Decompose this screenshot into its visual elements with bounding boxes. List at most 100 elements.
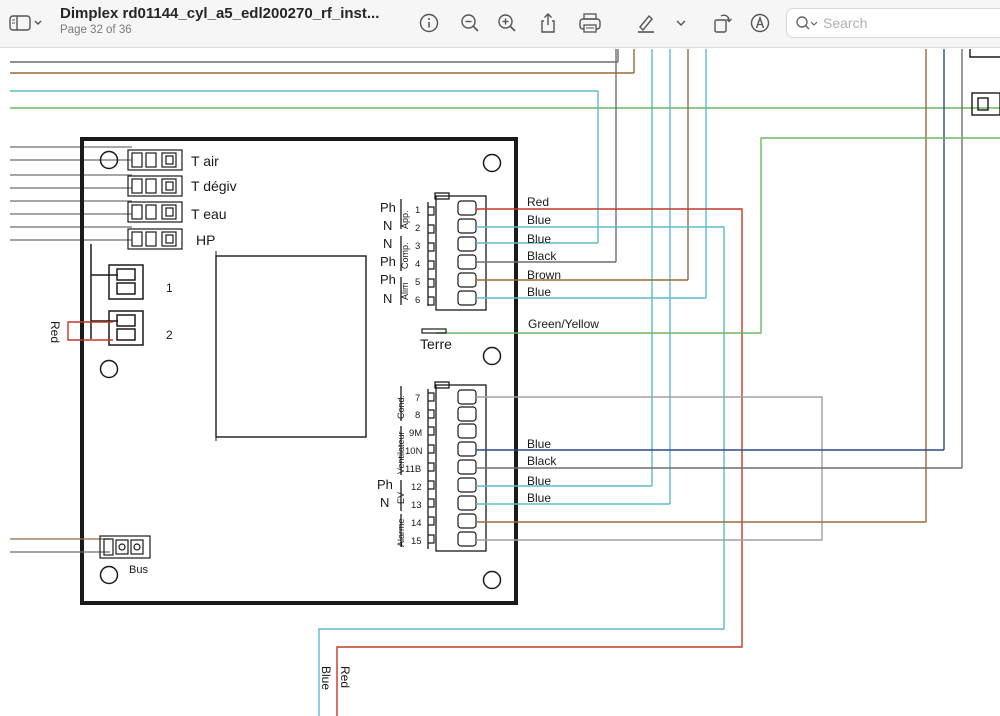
- highlight-button[interactable]: [632, 9, 660, 37]
- svg-text:Blue: Blue: [527, 437, 551, 451]
- svg-text:Alarme: Alarme: [396, 518, 406, 547]
- svg-text:10N: 10N: [405, 446, 423, 457]
- vertical-wires: [597, 49, 963, 522]
- highlight-icon: [638, 14, 654, 33]
- svg-text:Alim: Alim: [400, 283, 410, 301]
- sensor-label-t-degiv: T dégiv: [191, 178, 237, 194]
- upper-pin-labels: 1 2 3 4 5 6: [415, 205, 420, 306]
- bottom-red-label: Red: [338, 666, 352, 688]
- document-title[interactable]: Dimplex rd01144_cyl_a5_edl200270_rf_inst…: [60, 5, 380, 22]
- svg-text:Blue: Blue: [527, 491, 551, 505]
- bus-label: Bus: [129, 564, 148, 576]
- print-icon: [579, 13, 601, 33]
- highlight-options-button[interactable]: [670, 9, 692, 37]
- relay-red-label: Red: [48, 321, 62, 343]
- green-yellow-label: Green/Yellow: [528, 317, 599, 331]
- sensor-labels: T air T dégiv T eau HP: [191, 153, 237, 248]
- lower-side-labels: Ph N: [377, 477, 393, 510]
- relay-red-loop: [67, 321, 113, 341]
- rotate-icon: [714, 14, 732, 33]
- info-icon: [419, 13, 439, 33]
- svg-text:2: 2: [415, 223, 420, 234]
- connector-hp: [127, 228, 183, 250]
- upper-output-wires: [318, 137, 1000, 716]
- svg-text:Black: Black: [527, 454, 557, 468]
- bus-wires: [10, 538, 110, 553]
- info-button[interactable]: [415, 9, 443, 37]
- svg-text:14: 14: [411, 518, 422, 529]
- svg-text:5: 5: [415, 277, 420, 288]
- svg-text:9M: 9M: [409, 428, 422, 439]
- share-icon: [541, 13, 555, 33]
- svg-text:Comp.: Comp.: [400, 242, 410, 269]
- svg-text:Brown: Brown: [527, 268, 561, 282]
- sensor-label-hp: HP: [196, 232, 215, 248]
- relays: [90, 244, 144, 346]
- lower-wire-labels: Blue Black Blue Blue: [527, 437, 557, 505]
- bus-connector: [99, 535, 151, 559]
- svg-text:Ventilateur: Ventilateur: [396, 431, 406, 474]
- svg-text:Blue: Blue: [527, 213, 551, 227]
- upper-group-labels: App. Comp. Alim: [400, 210, 410, 300]
- upper-terminal-block: [400, 192, 487, 311]
- svg-text:Black: Black: [527, 249, 557, 263]
- relay-labels: 1 2: [166, 281, 173, 342]
- rotate-button[interactable]: [708, 9, 736, 37]
- lower-terminal-screws: [428, 389, 477, 547]
- zoom-in-icon: [498, 14, 516, 32]
- upper-side-labels: Ph N N Ph Ph N: [380, 200, 396, 306]
- svg-text:Red: Red: [527, 195, 549, 209]
- connector-t-eau: [127, 201, 183, 223]
- svg-text:N: N: [383, 236, 392, 251]
- bottom-blue-label: Blue: [319, 666, 333, 690]
- transformer-block: [215, 251, 367, 441]
- share-button[interactable]: [534, 9, 562, 37]
- svg-text:Blue: Blue: [527, 474, 551, 488]
- svg-text:Blue: Blue: [527, 232, 551, 246]
- right-terminal: [969, 49, 1000, 116]
- search-icon: [796, 16, 818, 30]
- svg-text:EV: EV: [396, 492, 406, 504]
- wiring-diagram: T air T dégiv T eau HP 1 2 Red: [10, 49, 1000, 716]
- svg-text:3: 3: [415, 241, 420, 252]
- sensor-label-t-eau: T eau: [191, 206, 227, 222]
- terre-terminal: Terre: [420, 328, 452, 352]
- svg-text:4: 4: [415, 259, 420, 270]
- toolbar: Dimplex rd01144_cyl_a5_edl200270_rf_inst…: [0, 0, 1000, 48]
- terre-label: Terre: [420, 336, 452, 352]
- lower-pin-labels: 7 8 9M 10N 11B 12 13 14 15: [405, 393, 423, 547]
- svg-text:7: 7: [415, 393, 420, 404]
- zoom-in-button[interactable]: [493, 9, 521, 37]
- search-input[interactable]: [823, 13, 993, 33]
- lower-group-labels: Cond. Ventilateur EV Alarme: [396, 395, 406, 547]
- svg-text:8: 8: [415, 410, 420, 421]
- page-indicator: Page 32 of 36: [60, 24, 132, 36]
- print-button[interactable]: [576, 9, 604, 37]
- zoom-out-button[interactable]: [456, 9, 484, 37]
- svg-text:N: N: [380, 495, 389, 510]
- document-page: T air T dégiv T eau HP 1 2 Red: [0, 49, 1000, 716]
- connector-t-air: [127, 149, 183, 171]
- svg-text:13: 13: [411, 500, 422, 511]
- markup-button[interactable]: [746, 9, 774, 37]
- svg-text:App.: App.: [400, 210, 410, 229]
- sensor-label-t-air: T air: [191, 153, 219, 169]
- search-field[interactable]: [786, 8, 1000, 38]
- sensor-connectors: [127, 149, 183, 250]
- sidebar-toggle-button[interactable]: [8, 9, 44, 37]
- sidebar-toggle-icon: [9, 15, 42, 31]
- upper-wire-labels: Red Blue Blue Black Brown Blue Green/Yel…: [527, 195, 599, 331]
- upper-terminal-screws: [428, 200, 477, 306]
- svg-text:Blue: Blue: [527, 285, 551, 299]
- svg-text:Ph: Ph: [380, 272, 396, 287]
- sensor-wires: [10, 146, 132, 241]
- relay-label-2: 2: [166, 328, 173, 342]
- relay-label-1: 1: [166, 281, 173, 295]
- chevron-down-icon: [676, 20, 686, 26]
- mounting-holes: [99, 150, 502, 590]
- svg-text:6: 6: [415, 295, 420, 306]
- svg-text:15: 15: [411, 536, 422, 547]
- svg-text:11B: 11B: [405, 464, 421, 475]
- svg-text:1: 1: [415, 205, 420, 216]
- lower-output-wires: [476, 396, 962, 541]
